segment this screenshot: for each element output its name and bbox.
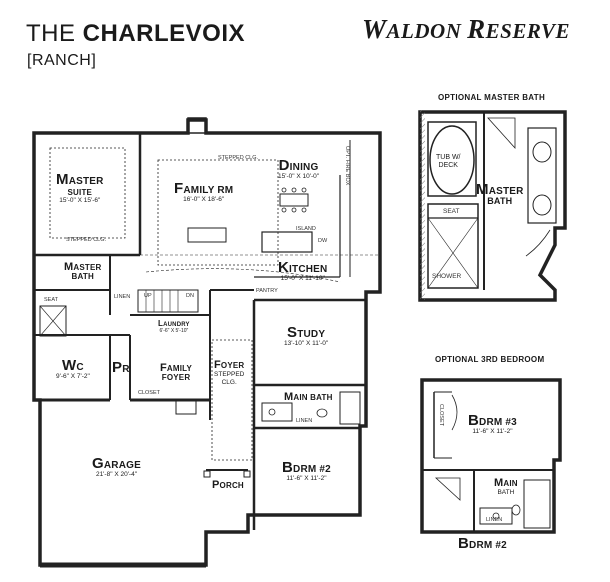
plan-title-name: CHARLEVOIX: [82, 20, 246, 47]
label-stepped-clg-family: STEPPED CLG.: [218, 155, 259, 161]
room-dining: DINING 15'-0" X 10'-0": [278, 157, 320, 180]
room-laundry: LAUNDRY 6'-6" X 5'-10": [158, 319, 190, 334]
label-dw: DW: [318, 238, 328, 244]
plan-title: THE CHARLEVOIX: [26, 20, 245, 48]
optional-3rd-bedroom-drawing: [420, 378, 562, 534]
label-pantry: PANTRY: [256, 288, 278, 294]
label-opt-fire-box: OPT. FIRE BOX: [344, 146, 350, 186]
room-wc: WC 9'-6" X 7'-2": [56, 357, 90, 380]
label-linen: LINEN: [114, 294, 131, 300]
optional-master-bath-title: OPTIONAL MASTER BATH: [438, 93, 546, 102]
room-porch: PORCH: [212, 479, 244, 491]
room-family-foyer: FAMILY FOYER: [160, 362, 193, 382]
opt-main-bath-label: MAIN BATH: [494, 477, 518, 496]
label-up: UP: [144, 293, 152, 299]
plan-subtitle: [RANCH]: [27, 52, 97, 69]
main-plan-walls: [32, 117, 382, 568]
room-bdrm-2: BDRM #2 11'-6" X 11'-2": [282, 459, 331, 482]
opt-master-bath-label: MASTER BATH: [476, 181, 524, 206]
optional-3rd-bedroom-title: OPTIONAL 3RD BEDROOM: [435, 355, 545, 364]
label-dn: DN: [186, 293, 194, 299]
optional-master-bath-drawing: [418, 110, 567, 302]
opt-closet-label: CLOSET: [438, 404, 444, 427]
brand-logo: WALDON RESERVE: [362, 14, 570, 44]
label-island: ISLAND: [296, 226, 316, 232]
label-stepped-clg-master: STEPPED CLG.: [66, 237, 107, 243]
room-main-bath: MAIN BATH: [284, 391, 333, 403]
room-kitchen: KITCHEN 15'-0" X 11'-10": [278, 259, 328, 282]
room-foyer: FOYER STEPPED CLG.: [214, 359, 245, 386]
plan-title-prefix: THE: [26, 20, 76, 47]
room-garage: GARAGE 21'-8" X 20'-4": [92, 455, 141, 478]
opt-seat-label: SEAT: [443, 208, 460, 215]
label-linen-bath: LINEN: [296, 418, 313, 424]
opt-bdrm-3-label: BDRM #3 11'-6" X 11'-2": [468, 412, 517, 435]
label-seat: SEAT: [44, 297, 58, 303]
opt-tub-label: TUB W/ DECK: [436, 154, 461, 169]
room-study: STUDY 13'-10" X 11'-0": [284, 324, 329, 347]
opt-shower-label: SHOWER: [432, 273, 462, 280]
room-pr: PR: [112, 359, 130, 376]
label-closet: CLOSET: [138, 390, 161, 396]
room-family-rm: FAMILY RM 16'-0" X 18'-6": [174, 180, 234, 203]
room-master-bath: MASTER BATH: [64, 261, 102, 281]
opt-linen-label: LINEN: [486, 517, 503, 523]
room-master-suite: MASTER SUITE 15'-0" X 15'-6": [56, 171, 104, 204]
opt-bdrm-2-label: BDRM #2: [458, 535, 507, 552]
